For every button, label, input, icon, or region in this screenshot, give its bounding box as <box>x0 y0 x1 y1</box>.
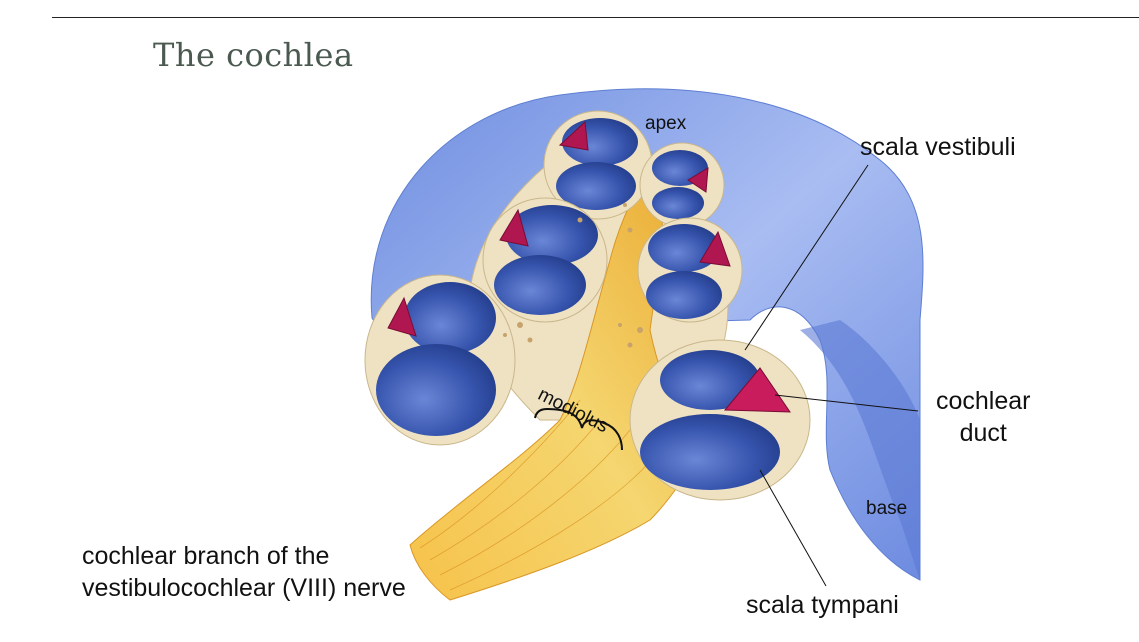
label-scala-vestibuli: scala vestibuli <box>860 133 1016 161</box>
modiolus-brace <box>534 408 623 451</box>
label-cochlear-duct-line2: duct <box>959 419 1007 447</box>
label-scala-tympani: scala tympani <box>746 591 899 619</box>
label-nerve: cochlear branch of the vestibulocochlear… <box>82 540 406 604</box>
nerve-fibers <box>419 399 661 591</box>
label-apex: apex <box>645 113 687 134</box>
label-base: base <box>866 498 908 519</box>
leader-cochlear-duct <box>774 394 919 412</box>
leader-scala-vestibuli <box>744 164 869 351</box>
label-cochlear-duct: cochlear duct <box>936 385 1031 449</box>
slide-title: The cochlea <box>153 36 354 74</box>
label-cochlear-duct-line1: cochlear <box>936 387 1031 415</box>
label-nerve-line1: cochlear branch of the <box>82 542 330 570</box>
cochlear-ducts <box>387 120 791 413</box>
chambers <box>364 110 811 501</box>
label-nerve-line2: vestibulocochlear (VIII) nerve <box>82 574 406 602</box>
leader-scala-tympani <box>759 469 827 587</box>
top-rule <box>52 17 1139 18</box>
outer-shell-fold <box>800 320 920 580</box>
bone-pores <box>503 203 643 348</box>
